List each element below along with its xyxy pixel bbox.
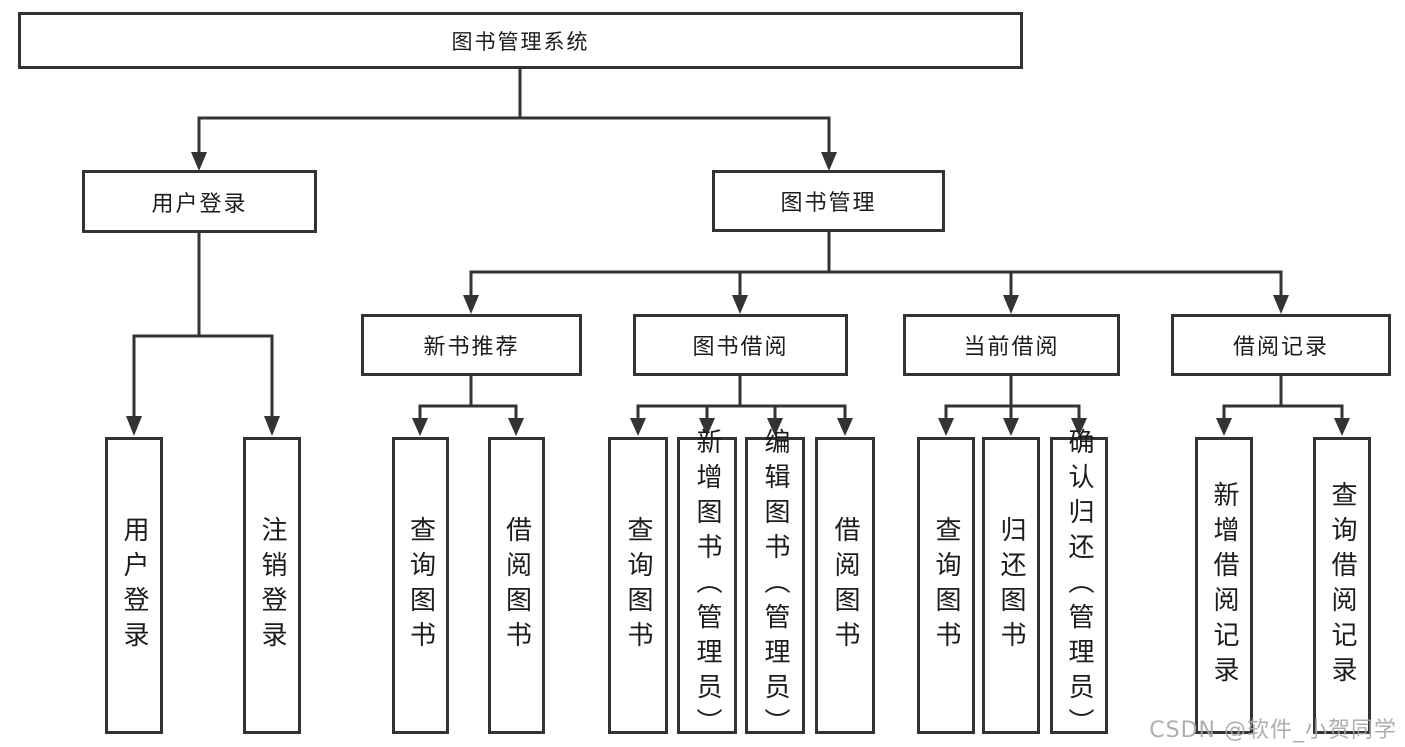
- node-book-management: 图书管理: [712, 170, 945, 232]
- node-label: 编辑图书（管理员）: [760, 428, 790, 743]
- node-label: 查询借阅记录: [1327, 480, 1357, 691]
- node-book-management-system: 图书管理系统: [18, 12, 1023, 69]
- node-label: 注销登录: [257, 515, 287, 656]
- connector-book-management-children: [463, 232, 1289, 314]
- leaf-query-books-newbooks: 查询图书: [392, 437, 449, 734]
- connector-user-login-children: [126, 233, 280, 436]
- leaf-add-book-admin: 新增图书（管理员）: [677, 428, 737, 743]
- connector-current-borrow-children: [938, 376, 1087, 436]
- node-label: 新增图书（管理员）: [692, 428, 722, 743]
- node-label: 新增借阅记录: [1209, 480, 1239, 691]
- node-label: 当前借阅: [963, 335, 1060, 360]
- node-label: 用户登录: [119, 515, 149, 656]
- leaf-borrow-books-newbooks: 借阅图书: [488, 437, 545, 734]
- node-label: 新书推荐: [423, 335, 520, 360]
- node-label: 查询图书: [931, 515, 961, 656]
- node-current-borrowing: 当前借阅: [903, 314, 1120, 376]
- node-label: 归还图书: [996, 515, 1026, 656]
- leaf-query-books-current: 查询图书: [917, 437, 975, 734]
- leaf-user-login: 用户登录: [105, 437, 163, 734]
- node-label: 图书管理系统: [451, 29, 590, 54]
- node-label: 查询图书: [623, 515, 653, 656]
- connector-new-books-children: [412, 376, 524, 436]
- leaf-add-borrow-record: 新增借阅记录: [1195, 437, 1253, 734]
- csdn-watermark: CSDN @软件_小贺同学: [1149, 718, 1397, 743]
- leaf-query-books-borrow: 查询图书: [608, 437, 668, 734]
- leaf-borrow-books-borrow: 借阅图书: [815, 437, 875, 734]
- node-label: 确认归还（管理员）: [1064, 428, 1094, 743]
- node-borrowing-records: 借阅记录: [1171, 314, 1391, 376]
- node-label: 图书借阅: [692, 335, 789, 360]
- node-book-borrowing: 图书借阅: [633, 314, 848, 376]
- node-label: 查询图书: [405, 515, 436, 656]
- connector-root-to-level2: [191, 69, 837, 171]
- node-new-book-recommendation: 新书推荐: [361, 314, 582, 376]
- connector-borrow-records-children: [1216, 376, 1350, 436]
- leaf-logout: 注销登录: [243, 437, 301, 734]
- node-label: 用户登录: [151, 191, 248, 217]
- leaf-confirm-return-admin: 确认归还（管理员）: [1050, 428, 1108, 743]
- connector-book-borrow-children: [630, 376, 853, 436]
- node-label: 借阅记录: [1232, 335, 1329, 360]
- node-label: 借阅图书: [501, 515, 532, 656]
- node-user-login: 用户登录: [82, 170, 317, 233]
- leaf-query-borrow-record: 查询借阅记录: [1313, 437, 1371, 734]
- leaf-edit-book-admin: 编辑图书（管理员）: [745, 428, 805, 743]
- leaf-return-books: 归还图书: [982, 437, 1040, 734]
- node-label: 借阅图书: [830, 515, 860, 656]
- node-label: 图书管理: [780, 191, 877, 216]
